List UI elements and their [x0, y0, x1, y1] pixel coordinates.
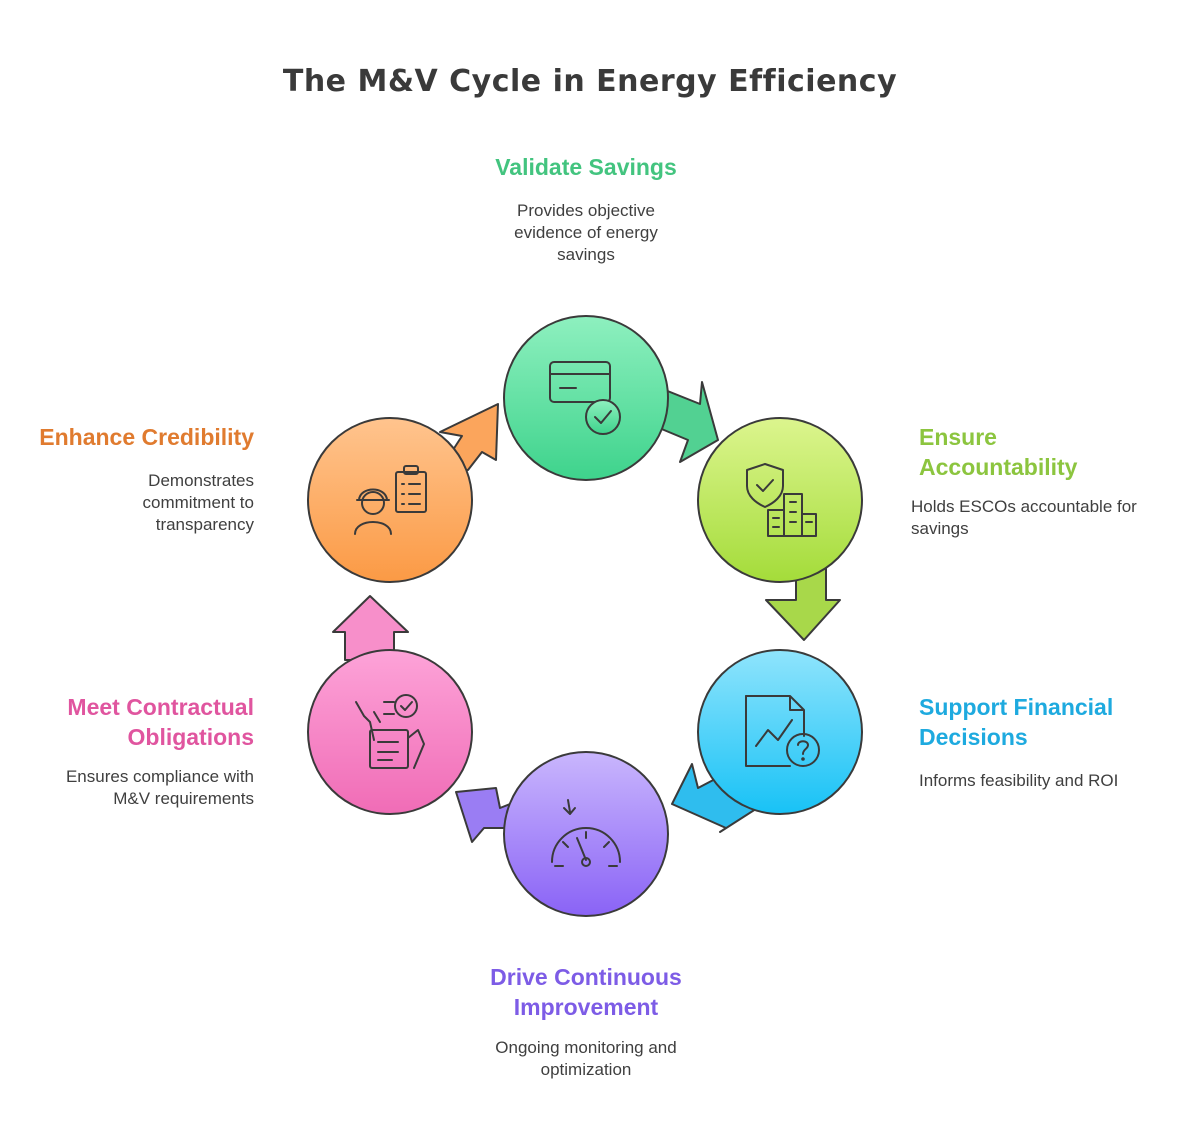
step-heading-ensure-accountability: Ensure Accountability	[919, 424, 1078, 480]
worker-clipboard-icon	[354, 465, 427, 535]
step-description-support-financial: Informs feasibility and ROI	[919, 771, 1119, 790]
step-description-drive-improvement: Ongoing monitoring and optimization	[495, 1038, 677, 1079]
step-heading-meet-obligations: Meet Contractual Obligations	[67, 694, 254, 750]
diagram-title: The M&V Cycle in Energy Efficiency	[282, 64, 898, 99]
step-heading-enhance-credibility: Enhance Credibility	[39, 424, 254, 450]
document-chart-question-icon	[745, 695, 820, 767]
step-circle-ensure-accountability	[697, 417, 863, 583]
step-description-ensure-accountability: Holds ESCOs accountable for savings	[911, 497, 1137, 538]
shield-buildings-icon	[746, 463, 817, 537]
hand-checklist-icon	[355, 694, 425, 769]
payment-card-check-icon	[549, 361, 621, 435]
step-circle-validate-savings	[503, 315, 669, 481]
step-description-enhance-credibility: Demonstrates commitment to transparency	[142, 471, 254, 534]
step-circle-support-financial	[697, 649, 863, 815]
step-heading-validate-savings: Validate Savings	[495, 154, 677, 180]
step-heading-drive-improvement: Drive Continuous Improvement	[490, 964, 682, 1020]
step-circle-meet-obligations	[307, 649, 473, 815]
gauge-icon	[551, 799, 621, 867]
step-heading-support-financial: Support Financial Decisions	[919, 694, 1114, 750]
step-description-meet-obligations: Ensures compliance with M&V requirements	[65, 767, 254, 808]
step-description-validate-savings: Provides objective evidence of energy sa…	[514, 201, 658, 264]
